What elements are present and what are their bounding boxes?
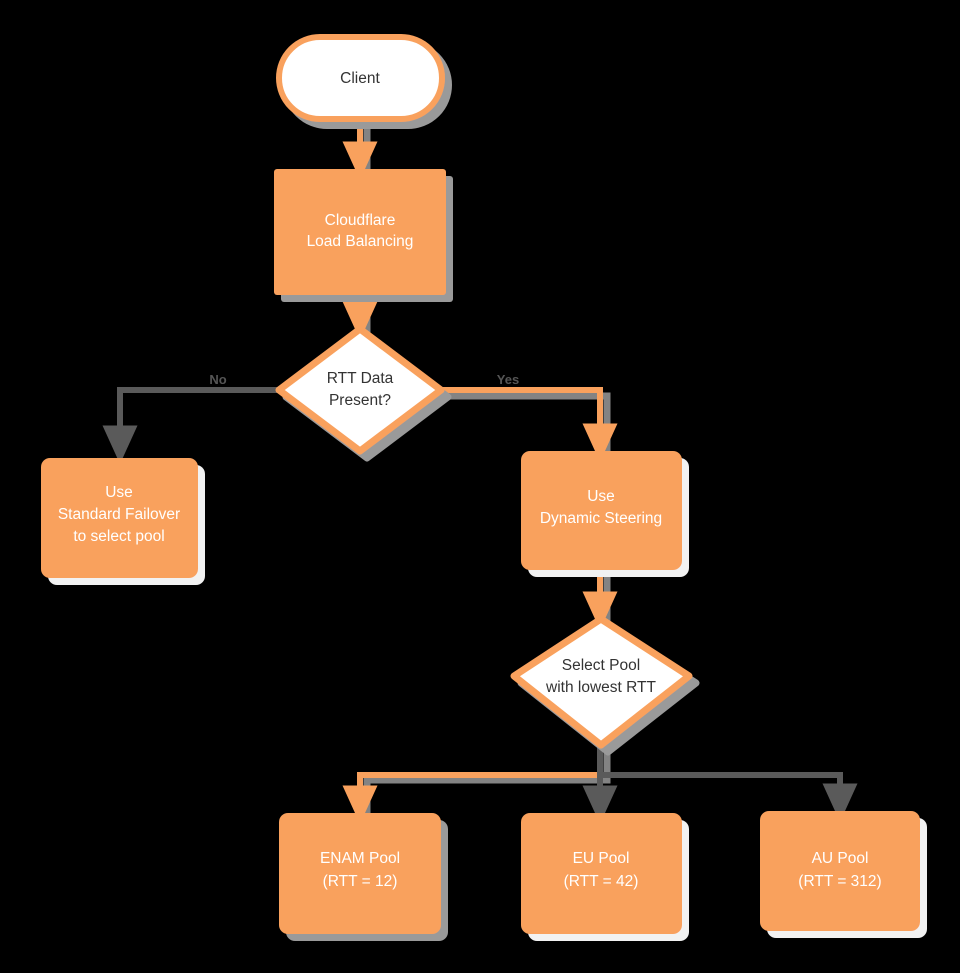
node-standard-failover-line1: Use [105,484,133,501]
node-au-pool-shape[interactable] [760,811,920,931]
node-client-shape[interactable] [276,34,445,122]
edge-rtt-decision-to-standard-failover: No [102,372,283,464]
node-enam-pool-rtt-value: RTT = 12 [328,873,392,890]
node-standard-failover-line3: to select pool [73,528,164,545]
node-standard-failover[interactable]: Use Standard Failover to select pool [41,458,198,578]
edge-select-pool-to-enam-pool [342,742,603,824]
node-client[interactable]: Client [276,34,445,122]
node-load-balancing-shape[interactable] [274,169,446,295]
node-au-pool-line2: (RTT = 312) [798,873,881,890]
node-rtt-decision-shape[interactable] [275,325,445,455]
node-enam-pool-line2: (RTT = 12) [323,873,398,890]
edge-label-no: No [209,372,226,387]
node-dynamic-steering[interactable]: Use Dynamic Steering [521,451,682,570]
node-select-pool-line2: with lowest RTT [545,679,656,696]
node-enam-pool-paren-open: ( [323,873,329,890]
edge-label-yes: Yes [497,372,519,387]
node-rtt-decision-line1: RTT Data [327,370,394,387]
node-dynamic-steering-line2: Dynamic Steering [540,510,662,527]
node-enam-pool[interactable]: ENAM Pool (RTT = 12) [279,813,441,934]
node-standard-failover-shape[interactable] [41,458,198,578]
node-rtt-decision-line2: Present? [329,392,391,409]
node-select-pool[interactable]: Select Pool with lowest RTT [510,615,693,749]
node-enam-pool-paren-close: ) [392,873,397,890]
node-client-label: Client [340,70,380,87]
node-enam-pool-shape[interactable] [279,813,441,934]
node-au-pool-line1: AU Pool [812,850,869,867]
node-rtt-decision[interactable]: RTT Data Present? [275,325,445,455]
node-enam-pool-line1: ENAM Pool [320,850,400,867]
node-load-balancing[interactable]: Cloudflare Load Balancing [274,169,446,295]
node-standard-failover-line2: Standard Failover [58,506,180,523]
node-eu-pool[interactable]: EU Pool (RTT = 42) [521,813,682,934]
edge-select-pool-to-au-pool [600,772,858,822]
node-select-pool-shape[interactable] [510,615,693,749]
node-eu-pool-line2: (RTT = 42) [564,873,639,890]
node-eu-pool-shape[interactable] [521,813,682,934]
node-au-pool[interactable]: AU Pool (RTT = 312) [760,811,920,931]
node-dynamic-steering-line1: Use [587,488,615,505]
node-select-pool-line1: Select Pool [562,657,640,674]
edge-rtt-decision-to-dynamic-steering: Yes [438,372,618,462]
node-dynamic-steering-shape[interactable] [521,451,682,570]
node-load-balancing-line2: Load Balancing [307,233,414,250]
node-load-balancing-line1: Cloudflare [325,212,396,229]
node-eu-pool-line1: EU Pool [573,850,630,867]
